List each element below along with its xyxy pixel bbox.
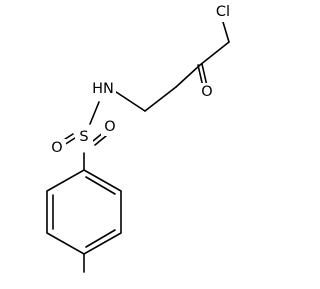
chlorine-label: Cl	[216, 4, 230, 20]
bond-carbonyl-ch2	[175, 64, 201, 88]
chemical-structure-diagram: Cl O HN S O O	[46, 3, 231, 273]
ring-inner-double-bond-top-right	[85, 176, 116, 195]
sulfonyl-oxygen-right-label: O	[104, 119, 115, 135]
bond-cl-ch2	[222, 21, 230, 43]
carbonyl-oxygen-label: O	[201, 84, 212, 100]
atom-labels: Cl O HN S O O	[48, 3, 231, 157]
bond-ch2-ch2	[144, 86, 177, 112]
ring-inner-double-bond-bottom-right	[85, 229, 116, 248]
amine-nh-label: HN	[92, 81, 114, 97]
bond-nh-s	[89, 101, 100, 125]
bond-s-o-right-b	[94, 135, 107, 146]
chain-bonds	[112, 21, 230, 112]
sulfonyl-oxygen-left-label: O	[51, 140, 62, 156]
bond-ch2-carbonyl	[199, 41, 230, 66]
bond-carbonyl-oxygen-b	[201, 63, 208, 87]
benzene-ring	[46, 169, 122, 273]
bond-ch2-nh	[112, 89, 146, 112]
ring-outline	[46, 169, 122, 255]
sulfur-label: S	[79, 129, 88, 145]
